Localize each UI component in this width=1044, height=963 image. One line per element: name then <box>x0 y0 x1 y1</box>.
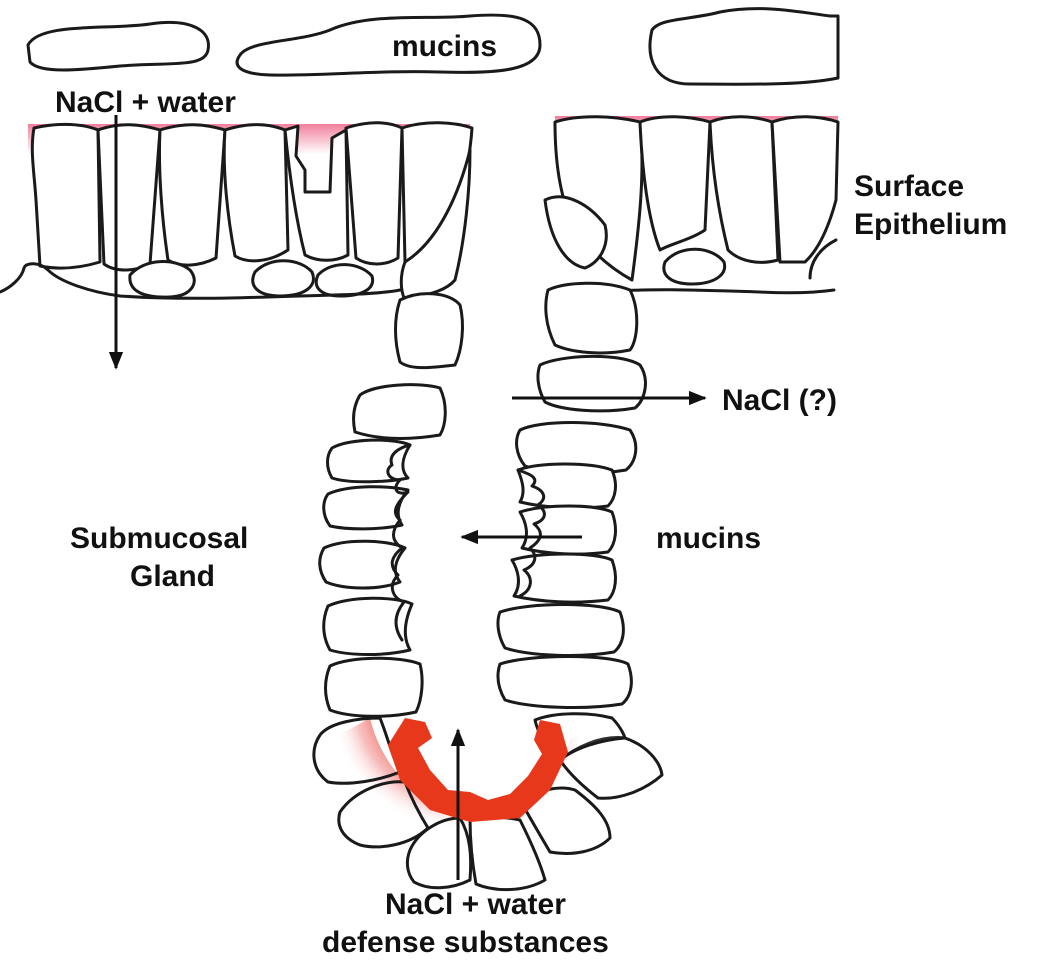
gland-wall-left <box>320 440 422 716</box>
label-surface: Surface <box>854 170 964 203</box>
epithelial-cell <box>710 117 778 263</box>
duct-cell <box>354 385 446 439</box>
surface-epithelium-right <box>545 116 838 293</box>
basal-cell <box>253 261 314 296</box>
label-gland: Gland <box>130 560 215 593</box>
label-nacl-water-bottom: NaCl + water <box>385 888 566 921</box>
label-nacl-water-top: NaCl + water <box>55 86 236 119</box>
basal-cell <box>130 262 194 298</box>
label-mucins-top: mucins <box>392 30 497 63</box>
mucous-cell <box>512 554 615 602</box>
label-epithelium: Epithelium <box>854 208 1007 241</box>
mucus-blob-left <box>28 22 208 70</box>
duct-cell <box>546 283 637 353</box>
basal-cell <box>664 249 725 284</box>
mucous-cell <box>498 605 623 656</box>
mucous-cell <box>328 440 411 482</box>
duct-cell <box>396 294 463 368</box>
mucous-cell <box>498 657 631 708</box>
gland-wall-right <box>498 464 631 707</box>
label-submucosal: Submucosal <box>70 522 248 555</box>
epithelial-cell <box>640 117 710 250</box>
epithelial-cell <box>346 123 402 264</box>
epithelial-cell <box>772 117 838 262</box>
label-nacl-question: NaCl (?) <box>722 384 837 417</box>
epithelial-cell <box>159 125 225 265</box>
mucous-cell <box>326 658 423 716</box>
label-mucins-right: mucins <box>656 522 761 555</box>
serous-cell <box>314 718 400 783</box>
epithelial-cell <box>224 125 288 261</box>
mucus-blob-right <box>650 9 838 85</box>
duct-cell <box>538 356 645 411</box>
epithelial-cell <box>32 124 100 268</box>
mucous-cell <box>324 598 412 654</box>
mucous-cell <box>520 506 615 554</box>
serous-acinus <box>314 714 662 890</box>
epithelial-cell <box>98 125 160 270</box>
label-defense-substances: defense substances <box>322 926 609 959</box>
basal-cell <box>316 265 372 296</box>
